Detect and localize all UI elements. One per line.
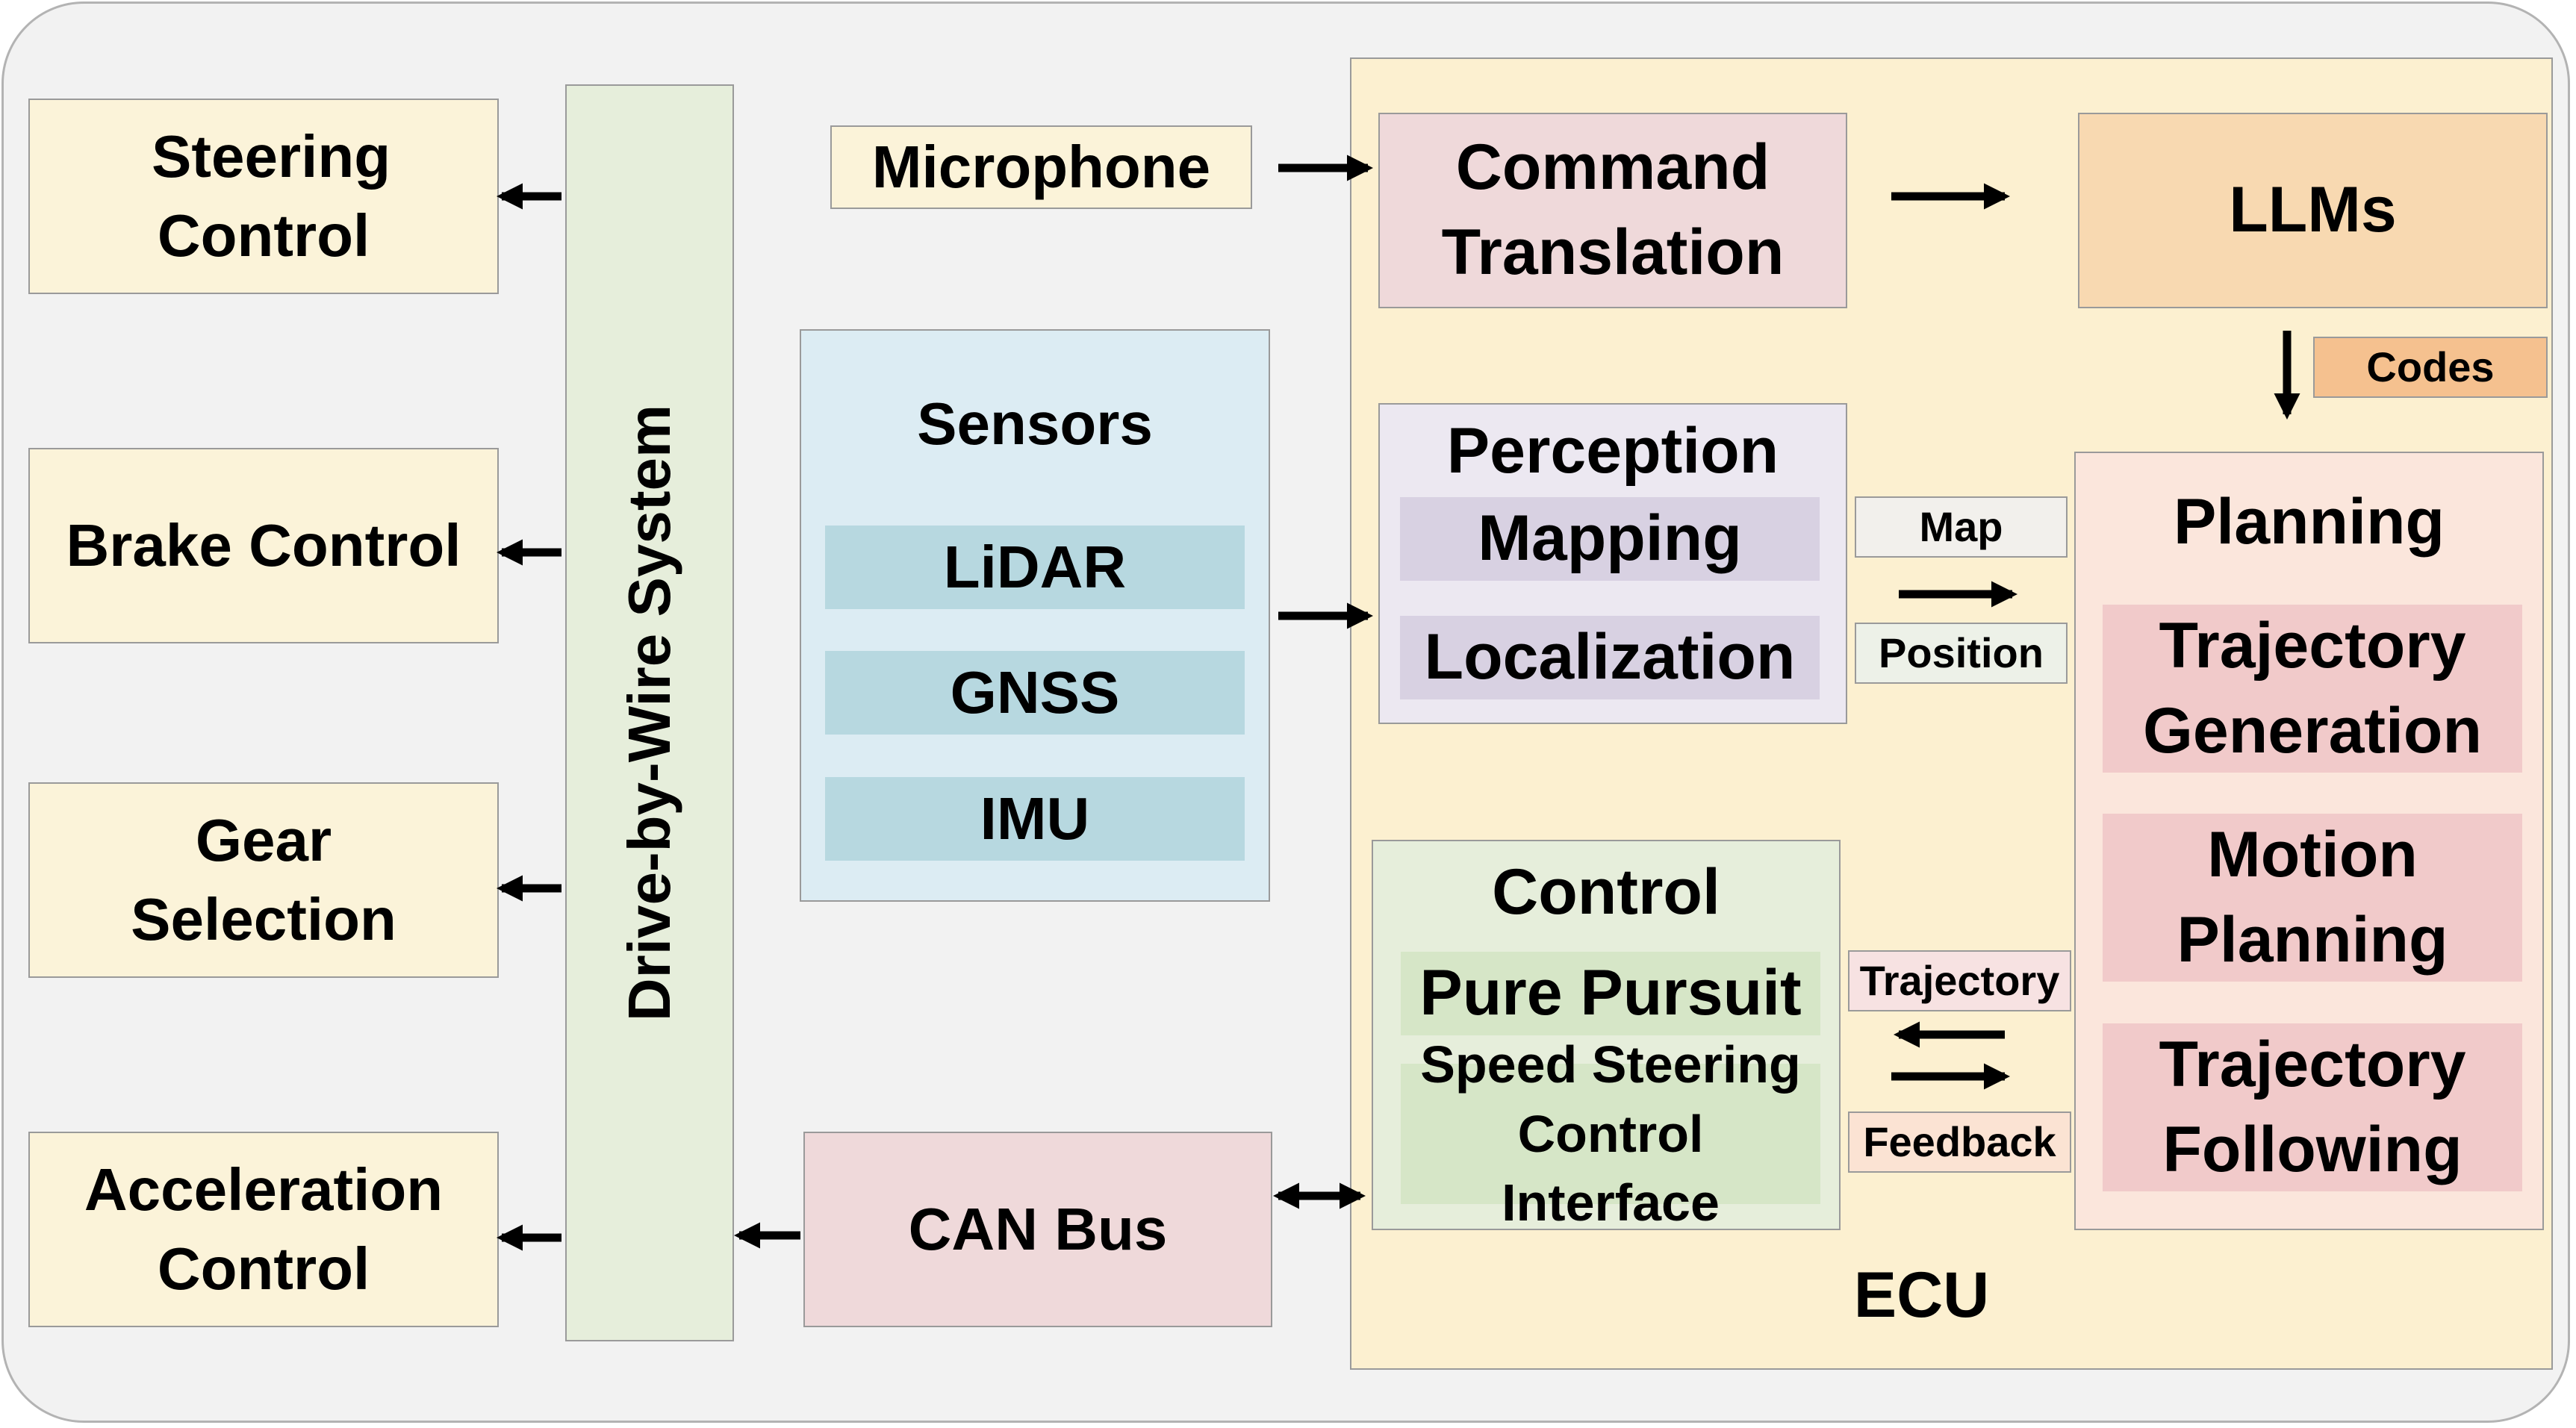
command-translation-box: Command Translation xyxy=(1378,113,1847,308)
position-label: Position xyxy=(1879,629,2044,677)
steering-control-label: Steering Control xyxy=(152,123,391,269)
steering-control-box: Steering Control xyxy=(28,99,499,294)
sensor-item-lidar: LiDAR xyxy=(825,526,1245,609)
ecu-label: ECU xyxy=(1853,1259,1990,1332)
planning-item-trajectory-generation: Trajectory Generation xyxy=(2103,605,2522,773)
perception-box: Perception Mapping Localization xyxy=(1378,403,1847,724)
acceleration-control-label: Acceleration Control xyxy=(84,1156,444,1302)
llms-box: LLMs xyxy=(2078,113,2548,308)
gear-selection-box: Gear Selection xyxy=(28,782,499,978)
sensors-title: Sensors xyxy=(917,390,1153,457)
feedback-label-box: Feedback xyxy=(1848,1111,2071,1173)
map-label-box: Map xyxy=(1855,496,2068,558)
brake-control-box: Brake Control xyxy=(28,448,499,643)
perception-item-mapping: Mapping xyxy=(1400,497,1820,581)
planning-item-trajectory-following: Trajectory Following xyxy=(2103,1023,2522,1191)
control-title: Control xyxy=(1492,856,1720,928)
perception-item-localization: Localization xyxy=(1400,616,1820,699)
command-translation-label: Command Translation xyxy=(1441,131,1785,288)
control-box: Control Pure Pursuit Speed Steering Cont… xyxy=(1372,840,1841,1232)
sensor-item-gnss: GNSS xyxy=(825,651,1245,735)
can-bus-box: CAN Bus xyxy=(803,1132,1272,1327)
feedback-label: Feedback xyxy=(1863,1118,2056,1166)
brake-control-label: Brake Control xyxy=(66,512,461,579)
microphone-box: Microphone xyxy=(830,125,1252,209)
position-label-box: Position xyxy=(1855,623,2068,684)
drive-by-wire-box: Drive-by-Wire System xyxy=(565,84,734,1341)
perception-title: Perception xyxy=(1446,415,1779,487)
llms-label: LLMs xyxy=(2229,174,2397,246)
acceleration-control-box: Acceleration Control xyxy=(28,1132,499,1327)
sensors-box: Sensors LiDAR GNSS IMU xyxy=(800,329,1270,902)
control-item-pure-pursuit: Pure Pursuit xyxy=(1401,952,1820,1035)
trajectory-label: Trajectory xyxy=(1859,957,2060,1005)
trajectory-label-box: Trajectory xyxy=(1848,950,2071,1011)
planning-item-motion-planning: Motion Planning xyxy=(2103,814,2522,982)
sensor-item-imu: IMU xyxy=(825,777,1245,861)
codes-box: Codes xyxy=(2313,337,2548,398)
microphone-label: Microphone xyxy=(871,134,1211,201)
map-label: Map xyxy=(1919,503,2003,551)
gear-selection-label: Gear Selection xyxy=(131,807,396,952)
can-bus-label: CAN Bus xyxy=(908,1196,1168,1263)
planning-box: Planning Trajectory Generation Motion Pl… xyxy=(2074,452,2544,1230)
codes-label: Codes xyxy=(2366,343,2495,391)
planning-title: Planning xyxy=(2173,486,2445,558)
